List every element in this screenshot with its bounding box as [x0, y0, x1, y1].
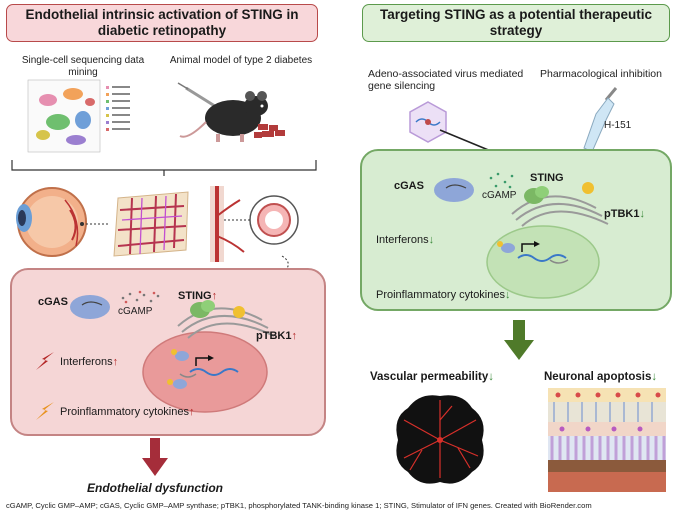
retinal-flatmount-icon [396, 395, 484, 484]
right-nucleus [486, 225, 600, 299]
figure-caption: cGAMP, Cyclic GMP–AMP; cGAS, Cyclic GMP–… [6, 501, 592, 510]
left-ptbk1-label: pTBK1↑ [256, 330, 297, 342]
left-cgamp-dots [121, 290, 160, 304]
aav-virus-icon [409, 101, 447, 143]
umap-plot-icon [27, 79, 130, 153]
right-cytokines-down-arrow: ↓ [505, 289, 511, 301]
neuronal-apoptosis-label: Neuronal apoptosis↓ [544, 371, 658, 383]
retina-vessel-network-icon [113, 191, 189, 257]
right-interferons-down-arrow: ↓ [428, 234, 435, 246]
left-outcome-label: Endothelial dysfunction [86, 481, 223, 495]
pharm-label: Pharmacological inhibition [540, 68, 662, 80]
left-er-membrane [177, 300, 275, 339]
right-cgamp-dots [489, 172, 514, 189]
left-cgas-icon [70, 295, 110, 319]
right-cytokines-label: Proinflammatory cytokines↓ [376, 289, 511, 301]
left-sting-label: STING↑ [178, 290, 218, 302]
single-cell-label: Single-cell sequencing data mining [21, 55, 145, 78]
right-down-arrow [504, 320, 534, 360]
left-interferons-up-arrow: ↑ [112, 356, 119, 368]
aav-label: Adeno-associated virus mediated gene sil… [368, 68, 524, 92]
connector-dashed-lines [80, 222, 289, 271]
left-down-arrow [142, 438, 168, 476]
right-panel-title: Targeting STING as a potential therapeut… [362, 4, 670, 42]
right-interferons-label: Interferons↓ [376, 234, 435, 246]
mouse-icon [177, 82, 285, 142]
left-cytokines-up-arrow: ↑ [189, 406, 195, 418]
left-lightning-icon-2 [36, 402, 54, 420]
right-ptbk1-label: pTBK1↓ [604, 208, 645, 220]
left-sting-up-arrow: ↑ [211, 290, 218, 302]
left-cgas-label: cGAS [38, 296, 68, 308]
right-er-membrane [511, 182, 609, 227]
drug-label: H-151 [604, 120, 632, 131]
vascular-permeability-label: Vascular permeability↓ [370, 371, 495, 383]
bracket-line [11, 160, 317, 176]
vascular-permeability-down-arrow: ↓ [488, 371, 495, 383]
animal-model-label: Animal model of type 2 diabetes [169, 55, 313, 66]
right-sting-label: STING [530, 172, 564, 184]
left-cytokines-label: Proinflammatory cytokines↑ [60, 406, 195, 418]
left-ptbk1-up-arrow: ↑ [291, 330, 297, 342]
right-cgas-label: cGAS [394, 180, 424, 192]
right-ptbk1-down-arrow: ↓ [639, 208, 645, 220]
neuronal-apoptosis-down-arrow: ↓ [651, 371, 658, 383]
right-cgas-icon [434, 178, 474, 202]
retinal-layers-icon [548, 388, 666, 492]
left-interferons-label: Interferons↑ [60, 356, 119, 368]
left-lightning-icon-1 [36, 352, 54, 370]
vessel-cross-section-icon [210, 186, 299, 262]
eye-icon [16, 187, 87, 257]
left-cgamp-label: cGAMP [118, 306, 153, 317]
right-cgamp-label: cGAMP [482, 190, 517, 201]
left-panel-title: Endothelial intrinsic activation of STIN… [6, 4, 318, 42]
left-nucleus [142, 331, 268, 413]
